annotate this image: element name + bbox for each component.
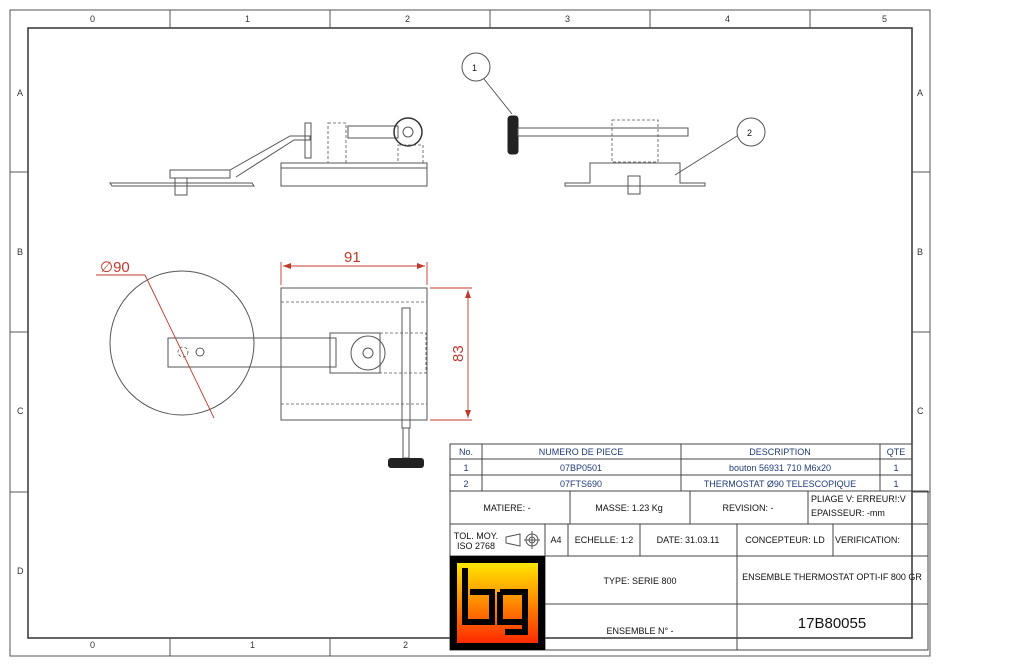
row-label: A xyxy=(917,88,923,98)
front-view xyxy=(507,115,706,195)
header-no: No. xyxy=(459,447,473,457)
format: A4 xyxy=(550,535,561,545)
epaisseur: EPAISSEUR: -mm xyxy=(811,508,885,518)
tolerance-line-1: TOL. MOY. xyxy=(454,531,498,541)
row-label: A xyxy=(17,88,23,98)
column-label: 1 xyxy=(250,640,255,650)
column-label: 3 xyxy=(565,14,570,24)
column-label: 1 xyxy=(245,14,250,24)
revision: REVISION: - xyxy=(722,503,773,513)
drawing-title: ENSEMBLE THERMOSTAT OPTI-IF 800 GR xyxy=(742,572,922,582)
cell-no: 1 xyxy=(463,463,468,473)
matiere: MATIERE: - xyxy=(483,503,530,513)
company-logo xyxy=(450,556,545,650)
pliage: PLIAGE V: ERREUR!:V xyxy=(811,494,906,504)
column-label: 0 xyxy=(90,640,95,650)
dimension-text: 91 xyxy=(344,249,361,266)
table-row: 2 07FTS690 THERMOSTAT Ø90 TELESCOPIQUE 1 xyxy=(463,479,898,489)
verification: VERIFICATION: xyxy=(835,535,900,545)
row-label: B xyxy=(17,247,23,257)
column-label: 0 xyxy=(90,14,95,24)
table-row: 1 07BP0501 bouton 56931 710 M6x20 1 xyxy=(463,463,898,473)
row-label: B xyxy=(917,247,923,257)
column-label: 5 xyxy=(882,14,887,24)
masse: MASSE: 1.23 Kg xyxy=(595,503,663,513)
column-label: 2 xyxy=(405,14,410,24)
balloon-label: 1 xyxy=(472,63,477,73)
title-block: MATIERE: - MASSE: 1.23 Kg REVISION: - PL… xyxy=(449,490,929,651)
concepteur: CONCEPTEUR: LD xyxy=(745,535,825,545)
dimension-text: ∅90 xyxy=(100,259,130,276)
type: TYPE: SERIE 800 xyxy=(603,576,676,586)
header-part: NUMERO DE PIECE xyxy=(539,447,624,457)
balloon-1: 1 xyxy=(461,52,513,115)
projection-symbol-icon xyxy=(505,531,540,549)
cell-desc: THERMOSTAT Ø90 TELESCOPIQUE xyxy=(704,479,856,489)
cell-qty: 1 xyxy=(893,479,898,489)
cell-qty: 1 xyxy=(893,463,898,473)
column-label: 2 xyxy=(403,640,408,650)
header-qty: QTE xyxy=(887,447,906,457)
cell-part: 07FTS690 xyxy=(560,479,602,489)
column-label: 4 xyxy=(725,14,730,24)
cell-part: 07BP0501 xyxy=(560,463,602,473)
balloon-2: 2 xyxy=(674,117,766,176)
side-view xyxy=(109,117,428,196)
drawing-number: 17B80055 xyxy=(798,615,866,632)
dimension-width: 91 xyxy=(280,249,428,285)
dimension-text: 83 xyxy=(450,345,467,362)
echelle: ECHELLE: 1:2 xyxy=(575,535,634,545)
date: DATE: 31.03.11 xyxy=(657,535,720,545)
tolerance-line-2: ISO 2768 xyxy=(457,541,495,551)
cell-desc: bouton 56931 710 M6x20 xyxy=(729,463,831,473)
bom-table: No. NUMERO DE PIECE DESCRIPTION QTE 1 07… xyxy=(449,443,913,492)
row-label: C xyxy=(17,406,24,416)
row-label: D xyxy=(17,566,24,576)
ensemble-number: ENSEMBLE N° - xyxy=(606,626,673,636)
dimension-diameter: ∅90 xyxy=(96,259,215,419)
cell-no: 2 xyxy=(463,479,468,489)
top-view xyxy=(109,270,428,468)
header-desc: DESCRIPTION xyxy=(749,447,811,457)
row-label: C xyxy=(917,406,924,416)
balloon-label: 2 xyxy=(747,128,752,138)
dimension-height: 83 xyxy=(430,287,472,421)
